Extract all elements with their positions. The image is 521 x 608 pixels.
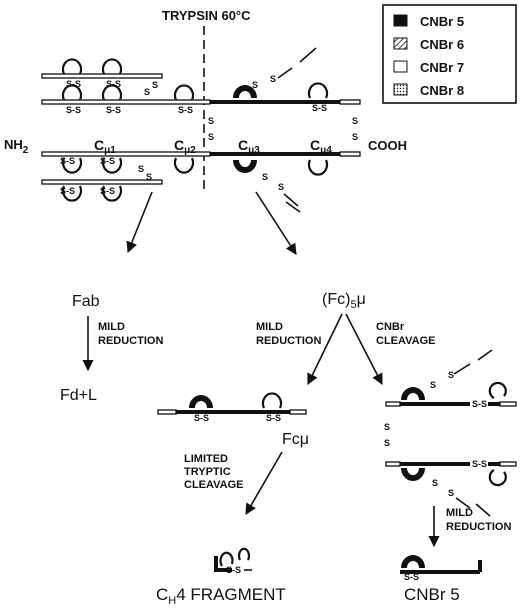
svg-text:S: S xyxy=(448,488,454,498)
nh2-main: NH xyxy=(4,137,23,152)
left-branch-line2: REDUCTION xyxy=(256,335,321,347)
tryptic-line3: CLEAVAGE xyxy=(184,479,244,491)
tryptic-cleavage-step: LIMITED TRYPTIC CLEAVAGE xyxy=(184,451,283,515)
igm-subunit-diagram: S-S S-S S-S S-S S-S S-S S S S S S xyxy=(4,47,407,213)
ch4-fragment-label: CH4 FRAGMENT xyxy=(156,585,286,607)
legend-label-cnbr7: CNBr 7 xyxy=(420,60,464,75)
legend-swatch-open xyxy=(393,60,408,73)
arrow-to-fc5mu xyxy=(255,191,297,255)
ch4-fragment: S-S CH4 FRAGMENT xyxy=(156,547,286,607)
fd-plus-l-product: Fd+L xyxy=(60,387,97,404)
svg-text:S: S xyxy=(384,438,390,448)
fc5mu-branch: (Fc)5μ MILD REDUCTION CNBr CLEAVAGE xyxy=(256,291,436,386)
cnbr-dimer-fragment: S-S S S S S S-S S S xyxy=(384,349,517,517)
legend-swatch-hatched xyxy=(393,37,408,50)
legend: CNBr 5 CNBr 6 CNBr 7 CNBr 8 xyxy=(382,4,517,104)
mild-reduction-2-line1: MILD xyxy=(446,507,473,519)
fab-branch: Fab MILD REDUCTION Fd+L xyxy=(60,293,163,404)
svg-text:S: S xyxy=(208,132,214,142)
arrow-tryptic-cleavage xyxy=(245,451,283,515)
svg-text:S-S: S-S xyxy=(100,156,115,166)
svg-text:S-S: S-S xyxy=(226,565,241,575)
svg-text:S-S: S-S xyxy=(100,186,115,196)
legend-swatch-solid xyxy=(393,14,408,27)
svg-text:S: S xyxy=(208,116,214,126)
svg-text:S: S xyxy=(144,87,150,97)
lower-heavy-chain: S-S S-S S S S S xyxy=(41,151,361,213)
lower-light-chain: S-S S-S xyxy=(41,179,163,202)
fc5mu-label: (Fc)5μ xyxy=(322,291,366,311)
fab-step-line1: MILD xyxy=(98,321,125,333)
svg-text:S-S: S-S xyxy=(106,105,121,115)
upper-heavy-chain: S-S S-S S-S S-S S S S S xyxy=(41,47,361,115)
fc-mu-fragment: S-S S-S Fcμ xyxy=(157,392,309,448)
svg-text:S: S xyxy=(448,370,454,380)
domain-label-cmu3: Cμ3 xyxy=(238,137,260,156)
inter-chain-disulfides: S S S S xyxy=(208,116,358,142)
fc-mu-label: Fcμ xyxy=(282,431,309,448)
svg-text:S: S xyxy=(430,380,436,390)
svg-text:S-S: S-S xyxy=(404,572,419,582)
svg-text:S: S xyxy=(352,116,358,126)
svg-text:S: S xyxy=(252,80,258,90)
svg-text:S-S: S-S xyxy=(106,79,121,89)
svg-text:S: S xyxy=(138,164,144,174)
svg-text:S-S: S-S xyxy=(60,156,75,166)
legend-label-cnbr6: CNBr 6 xyxy=(420,37,464,52)
mild-reduction-2-line2: REDUCTION xyxy=(446,521,511,533)
svg-text:S: S xyxy=(152,80,158,90)
fab-step-line2: REDUCTION xyxy=(98,335,163,347)
legend-label-cnbr5: CNBr 5 xyxy=(420,14,464,29)
nh2-terminus-label: NH2 xyxy=(4,137,29,156)
legend-label-cnbr8: CNBr 8 xyxy=(420,83,464,98)
svg-text:S-S: S-S xyxy=(66,79,81,89)
cnbr5-fragment: S-S CNBr 5 xyxy=(400,555,482,604)
legend-swatch-dotted xyxy=(393,83,408,96)
fab-title: Fab xyxy=(72,293,100,310)
svg-text:S-S: S-S xyxy=(66,105,81,115)
cooh-terminus-label: COOH xyxy=(368,138,407,153)
svg-text:S-S: S-S xyxy=(194,413,209,423)
svg-text:S: S xyxy=(352,132,358,142)
arrow-to-fab xyxy=(126,191,153,254)
arrow-cnbr-cleavage xyxy=(345,313,383,385)
right-branch-line1: CNBr xyxy=(376,321,405,333)
svg-text:S-S: S-S xyxy=(312,103,327,113)
tryptic-line2: TRYPTIC xyxy=(184,466,231,478)
svg-text:S-S: S-S xyxy=(178,105,193,115)
svg-text:S: S xyxy=(278,182,284,192)
arrow-mild-reduction xyxy=(307,313,343,386)
svg-text:S: S xyxy=(270,74,276,84)
cnbr5-fragment-label: CNBr 5 xyxy=(404,585,460,604)
upper-light-chain: S-S S-S xyxy=(41,58,163,89)
svg-text:S-S: S-S xyxy=(266,413,281,423)
domain-label-cmu2: Cμ2 xyxy=(174,137,196,156)
svg-text:S: S xyxy=(432,478,438,488)
mild-reduction-step-2: MILD REDUCTION xyxy=(428,506,511,548)
svg-text:S: S xyxy=(146,172,152,182)
left-branch-line1: MILD xyxy=(256,321,283,333)
right-branch-line2: CLEAVAGE xyxy=(376,335,436,347)
svg-text:S-S: S-S xyxy=(472,399,487,409)
svg-text:S: S xyxy=(384,422,390,432)
domain-label-cmu1: Cμ1 xyxy=(94,137,116,156)
trypsin-label: TRYPSIN 60°C xyxy=(162,8,251,23)
nh2-sub: 2 xyxy=(23,145,29,156)
domain-label-cmu4: Cμ4 xyxy=(310,137,332,156)
trypsin-cut-marker: TRYPSIN 60°C xyxy=(162,8,251,190)
svg-text:S-S: S-S xyxy=(472,459,487,469)
svg-text:S-S: S-S xyxy=(60,186,75,196)
tryptic-line1: LIMITED xyxy=(184,453,228,465)
svg-text:S: S xyxy=(262,172,268,182)
